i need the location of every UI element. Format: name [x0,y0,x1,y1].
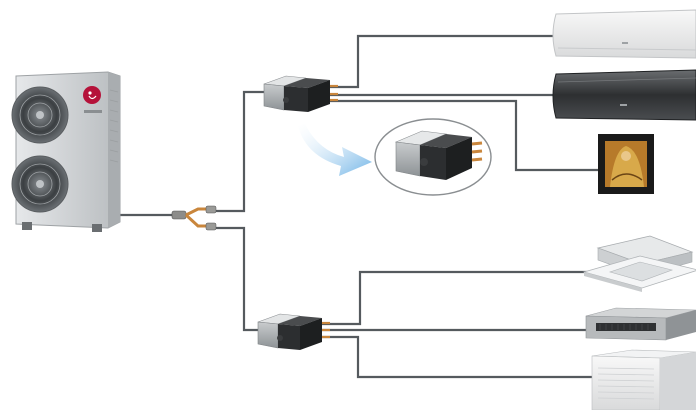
floor-console-icon [591,349,696,410]
ducted-unit-icon [585,307,696,341]
wall-unit-white-icon [552,9,696,59]
upper-fan-grille [11,86,69,144]
art-cool-gallery-icon [598,134,654,194]
branch-box-upper [263,75,338,112]
lg-logo [83,86,102,113]
outdoor-unit [11,71,121,232]
branch-box-detail-icon [394,130,483,180]
pipe-to-wall-unit-white [330,34,556,89]
pipe-to-console [322,335,592,379]
lower-fan-grille [11,155,69,213]
y-branch-upper-pipe [212,90,270,213]
refrigerant-pipes [118,34,598,379]
y-joint [171,205,217,231]
zoom-arrow-icon [298,124,372,176]
ceiling-cassette-icon [582,235,696,292]
y-branch-lower-pipe [212,226,262,332]
zoom-callout [374,118,492,196]
pipe-to-art-cool [330,99,598,172]
branch-box-lower [257,313,330,350]
wall-unit-dark-icon [552,69,696,121]
pipe-to-cassette [322,270,598,326]
